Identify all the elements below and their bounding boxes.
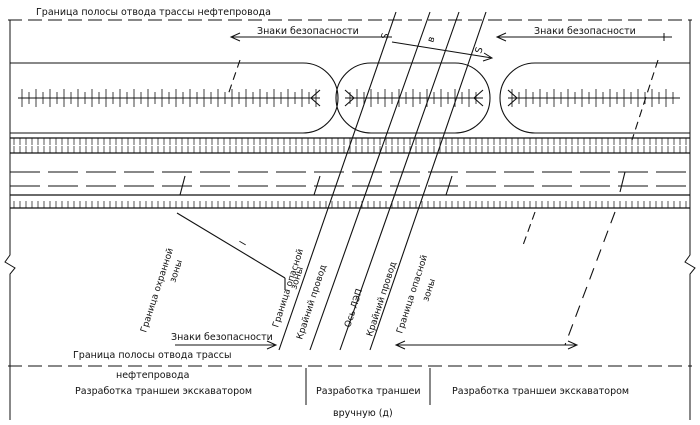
danger-zone-right-label-2: зоны — [421, 278, 438, 303]
boundary-label-bottom-line2: нефтепровода — [116, 370, 189, 381]
dump-hatching — [21, 89, 674, 107]
signs-label-bottom: Знаки безопасности — [171, 332, 273, 343]
strip-boundary-lines — [4, 19, 696, 420]
soil-dumps — [10, 62, 690, 134]
power-line-axis-label: Ось ЛЭП — [343, 288, 365, 329]
safety-sign-arrows — [175, 32, 672, 350]
excavator-zone-left-label: Разработка траншеи экскаватором — [75, 386, 252, 397]
power-line-wires — [176, 11, 659, 351]
protect-zone-label-1: Граница охранной — [139, 247, 176, 334]
signs-label-top-left: Знаки безопасности — [257, 26, 359, 37]
signs-label-top-right: Знаки безопасности — [534, 26, 636, 37]
boundary-label-bottom-line1: Граница полосы отвода трассы — [73, 350, 232, 361]
b-label: в — [425, 35, 437, 44]
s1-label: S — [379, 32, 391, 41]
manual-zone-label-1: Разработка траншеи — [316, 386, 421, 397]
l-label: l — [238, 240, 249, 248]
work-zone-bands — [305, 368, 431, 405]
extreme-wire-right-label: Крайний провод — [365, 261, 399, 338]
excavator-zone-right-label: Разработка траншеи экскаватором — [452, 386, 629, 397]
s2-label: S — [473, 46, 485, 55]
trench-hatching — [13, 138, 687, 208]
manual-zone-label-2: вручную (д) — [333, 408, 393, 419]
boundary-label-top: Граница полосы отвода трассы нефтепровод… — [36, 7, 271, 18]
